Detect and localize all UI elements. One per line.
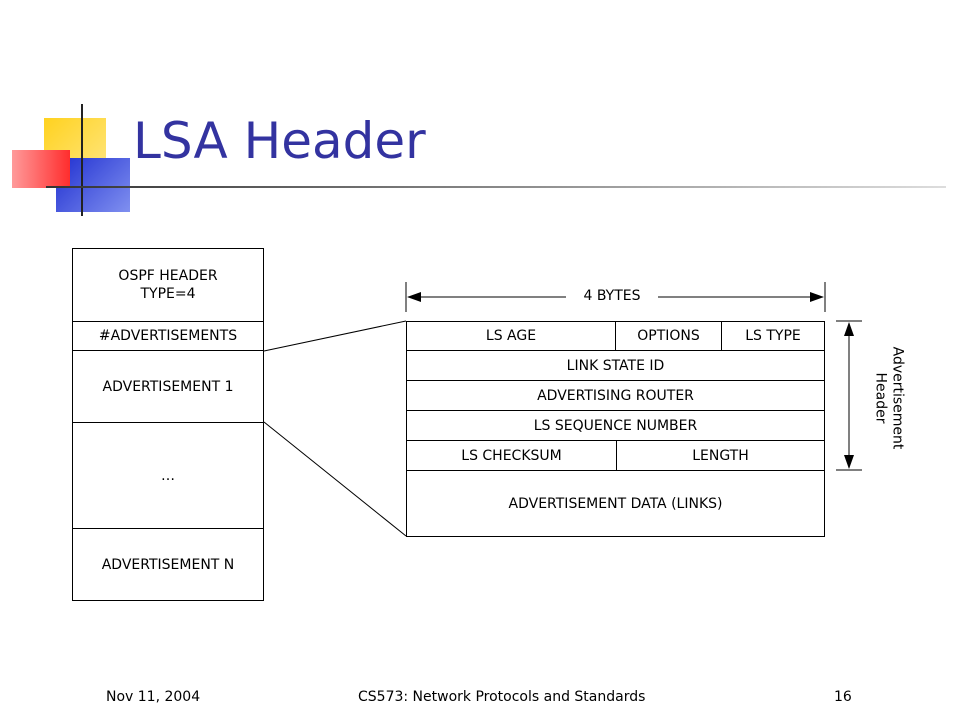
ospf-header-box: OSPF HEADER TYPE=4	[72, 248, 264, 322]
ellipsis-label: …	[161, 467, 175, 484]
ospf-header-line1: OSPF HEADER	[118, 268, 218, 284]
advertisement-data-label: ADVERTISEMENT DATA (LINKS)	[508, 495, 723, 512]
ospf-header-line2: TYPE=4	[140, 286, 196, 302]
advertisement-1-box: ADVERTISEMENT 1	[72, 350, 264, 423]
advertisement-n-label: ADVERTISEMENT N	[101, 556, 235, 573]
length-label: LENGTH	[692, 447, 749, 464]
width-label: 4 BYTES	[583, 288, 641, 304]
footer-course: CS573: Network Protocols and Standards	[358, 689, 646, 705]
decor-vertical-rule	[81, 104, 83, 216]
advertisement-data-field: ADVERTISEMENT DATA (LINKS)	[406, 470, 825, 537]
num-advertisements-box: #ADVERTISEMENTS	[72, 321, 264, 351]
advertisement-1-label: ADVERTISEMENT 1	[102, 378, 234, 395]
advertisement-header-side-label: Advertisement Header	[868, 338, 908, 458]
ls-age-label: LS AGE	[485, 328, 537, 344]
ls-type-field: LS TYPE	[721, 321, 825, 351]
ls-type-label: LS TYPE	[745, 328, 801, 344]
advertising-router-field: ADVERTISING ROUTER	[406, 380, 825, 411]
length-field: LENGTH	[616, 440, 825, 471]
ls-age-field: LS AGE	[406, 321, 616, 351]
link-state-id-field: LINK STATE ID	[406, 350, 825, 381]
decor-horizontal-rule	[46, 186, 946, 188]
link-state-id-label: LINK STATE ID	[566, 357, 665, 374]
ls-checksum-label: LS CHECKSUM	[461, 447, 562, 464]
side-label-line2: Header	[872, 372, 888, 424]
ls-checksum-field: LS CHECKSUM	[406, 440, 617, 471]
advertisement-n-box: ADVERTISEMENT N	[72, 528, 264, 601]
ellipsis-box: …	[72, 422, 264, 529]
footer-date: Nov 11, 2004	[106, 689, 201, 705]
advertising-router-label: ADVERTISING ROUTER	[537, 387, 694, 404]
slide-title: LSA Header	[133, 112, 426, 170]
footer-page-number: 16	[834, 689, 852, 705]
ls-sequence-number-field: LS SEQUENCE NUMBER	[406, 410, 825, 441]
options-label: OPTIONS	[637, 328, 700, 344]
options-field: OPTIONS	[615, 321, 722, 351]
ls-sequence-number-label: LS SEQUENCE NUMBER	[533, 417, 698, 434]
decor-red-square	[12, 150, 70, 188]
num-advertisements-label: #ADVERTISEMENTS	[98, 328, 238, 344]
side-label-line1: Advertisement	[889, 346, 905, 450]
